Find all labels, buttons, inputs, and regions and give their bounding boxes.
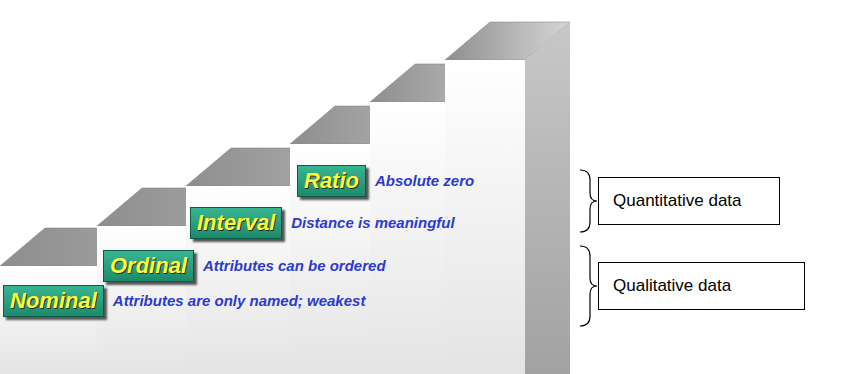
node-text: Ordinal xyxy=(110,253,187,278)
level-description: Attributes can be ordered xyxy=(203,257,386,275)
node-text: Qualitative data xyxy=(613,276,731,296)
node-text: Quantitative data xyxy=(613,191,742,211)
node-text: Interval xyxy=(197,210,275,235)
level-description: Absolute zero xyxy=(375,172,474,190)
data-type-box: Qualitative data xyxy=(598,262,805,310)
bracket xyxy=(580,170,597,232)
node-text: Nominal xyxy=(10,288,97,313)
level-description: Attributes are only named; weakest xyxy=(113,292,366,310)
level-badge: Nominal xyxy=(3,285,104,317)
step-front xyxy=(445,60,525,374)
level-badge: Ratio xyxy=(297,165,366,197)
level-badge: Interval xyxy=(190,207,282,239)
data-type-box: Quantitative data xyxy=(598,177,780,225)
level-badge: Ordinal xyxy=(103,250,194,282)
level-description: Distance is meaningful xyxy=(291,214,454,232)
node-text: Ratio xyxy=(304,168,359,193)
step-side xyxy=(525,22,570,374)
bracket xyxy=(580,246,597,326)
